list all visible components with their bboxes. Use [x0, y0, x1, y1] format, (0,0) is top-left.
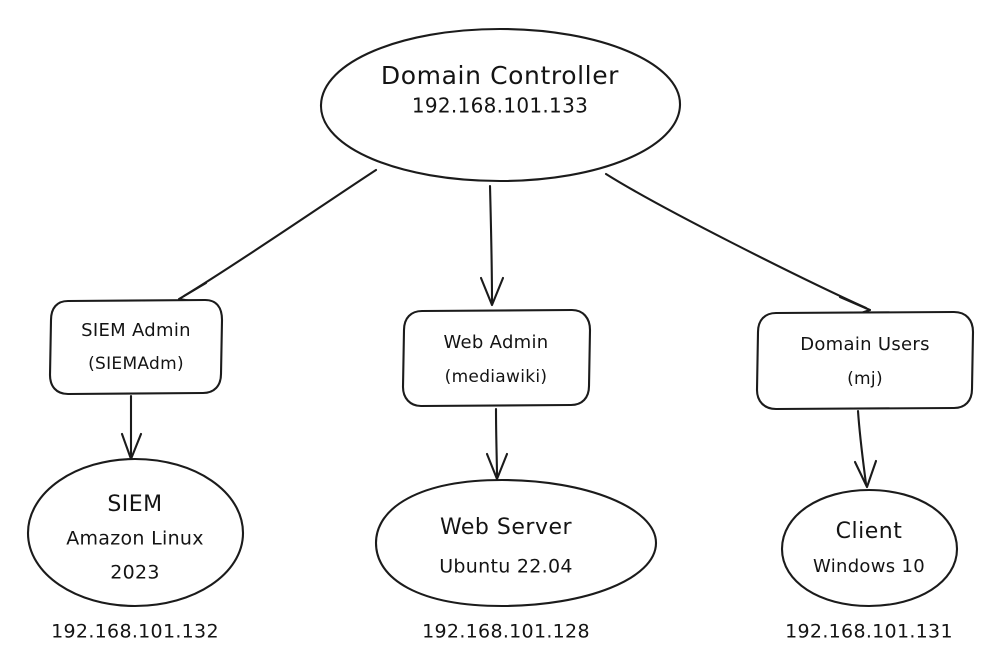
client-host-os-line1: Windows 10 — [813, 556, 925, 577]
edge-siem-admin-to-siem-host — [120, 394, 143, 461]
node-siem-admin[interactable]: SIEM Admin (SIEMAdm) — [48, 298, 224, 396]
siem-admin-role: SIEM Admin — [81, 320, 191, 341]
web-server-ip: 192.168.101.128 — [422, 621, 590, 643]
edge-domain-users-to-client — [853, 409, 878, 489]
node-client-host[interactable]: Client Windows 10 — [780, 488, 959, 608]
edge-dc-to-web-admin — [479, 184, 505, 307]
domain-users-username: (mj) — [847, 369, 883, 389]
client-host-name: Client — [836, 519, 903, 544]
web-server-name: Web Server — [440, 515, 573, 540]
siem-admin-username: (SIEMAdm) — [88, 354, 184, 374]
node-web-server-host[interactable]: Web Server Ubuntu 22.04 — [374, 478, 658, 608]
node-domain-users[interactable]: Domain Users (mj) — [755, 310, 975, 411]
client-host-ip: 192.168.101.131 — [785, 621, 953, 643]
domain-controller-ip: 192.168.101.133 — [412, 94, 588, 118]
siem-host-ip: 192.168.101.132 — [51, 621, 219, 643]
web-admin-role: Web Admin — [443, 332, 548, 353]
web-admin-username: (mediawiki) — [445, 367, 548, 387]
domain-users-role: Domain Users — [800, 334, 930, 355]
siem-host-name: SIEM — [107, 492, 162, 517]
siem-host-os-line1: Amazon Linux — [66, 528, 204, 550]
domain-controller-title: Domain Controller — [381, 61, 619, 90]
edge-dc-to-siem-admin — [177, 168, 378, 304]
node-siem-host[interactable]: SIEM Amazon Linux 2023 — [26, 457, 245, 608]
node-domain-controller[interactable]: Domain Controller 192.168.101.133 — [319, 27, 682, 183]
node-web-admin[interactable]: Web Admin (mediawiki) — [401, 308, 592, 408]
siem-host-os-line2: 2023 — [110, 562, 160, 584]
edge-web-admin-to-web-server — [485, 407, 509, 481]
edge-dc-to-domain-users — [604, 172, 872, 319]
web-server-os-line1: Ubuntu 22.04 — [439, 556, 573, 578]
